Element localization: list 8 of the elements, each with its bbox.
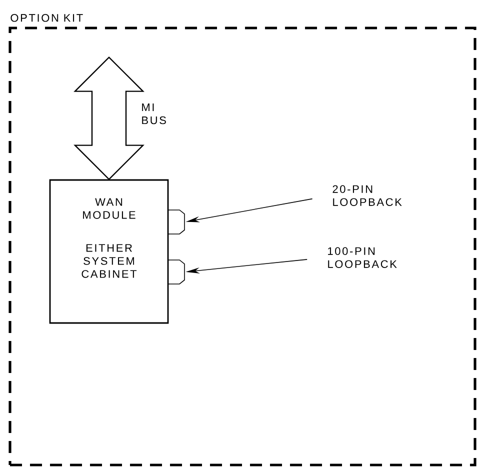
- loopback-label: 20-PIN LOOPBACK: [332, 185, 402, 206]
- box-text: WAN MODULE: [83, 198, 136, 219]
- loopback-label: 100-PIN LOOPBACK: [328, 247, 397, 268]
- frame-title: OPTION KIT: [10, 14, 83, 22]
- connector: [167, 260, 185, 284]
- box-text: EITHER SYSTEM CABINET: [82, 244, 137, 278]
- connector: [167, 210, 185, 234]
- bus-label: MI BUS: [142, 104, 166, 124]
